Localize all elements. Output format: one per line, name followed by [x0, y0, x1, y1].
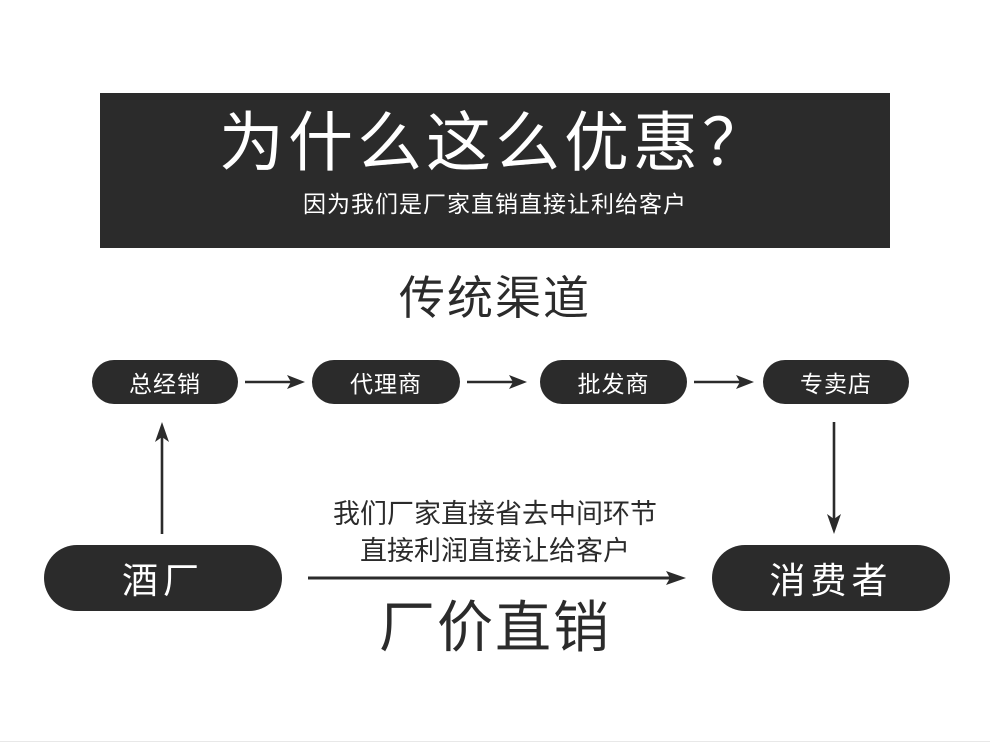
node-general-distributor[interactable]: 总经销 — [92, 360, 238, 404]
node-label: 总经销 — [129, 372, 201, 398]
slogan-text: 厂价直销 — [379, 596, 611, 661]
header-banner: 为什么这么优惠？ 因为我们是厂家直销直接让利给客户 — [100, 93, 890, 248]
arrow-up-icon — [155, 422, 169, 534]
arrow-right-icon — [245, 375, 305, 389]
node-label: 专卖店 — [800, 372, 872, 398]
section-title-traditional-channel: 传统渠道 — [399, 271, 591, 325]
arrow-right-icon — [467, 375, 527, 389]
node-specialty-store[interactable]: 专卖店 — [763, 360, 909, 404]
direct-sales-note: 我们厂家直接省去中间环节 直接利润直接让给客户 — [295, 497, 695, 570]
note-line-2: 直接利润直接让给客户 — [360, 535, 630, 567]
node-label: 消费者 — [769, 561, 893, 602]
node-consumer[interactable]: 消费者 — [712, 545, 950, 611]
node-label: 批发商 — [577, 372, 650, 398]
arrow-down-icon — [827, 422, 841, 534]
node-agent[interactable]: 代理商 — [312, 360, 460, 404]
node-factory[interactable]: 酒厂 — [44, 545, 282, 611]
node-label: 酒厂 — [121, 561, 204, 602]
arrow-right-icon — [694, 375, 754, 389]
note-line-1: 我们厂家直接省去中间环节 — [333, 499, 657, 530]
node-label: 代理商 — [350, 372, 422, 398]
node-wholesaler[interactable]: 批发商 — [540, 360, 687, 404]
page-title: 为什么这么优惠？ — [218, 106, 771, 181]
page-subtitle: 因为我们是厂家直销直接让利给客户 — [303, 192, 687, 218]
